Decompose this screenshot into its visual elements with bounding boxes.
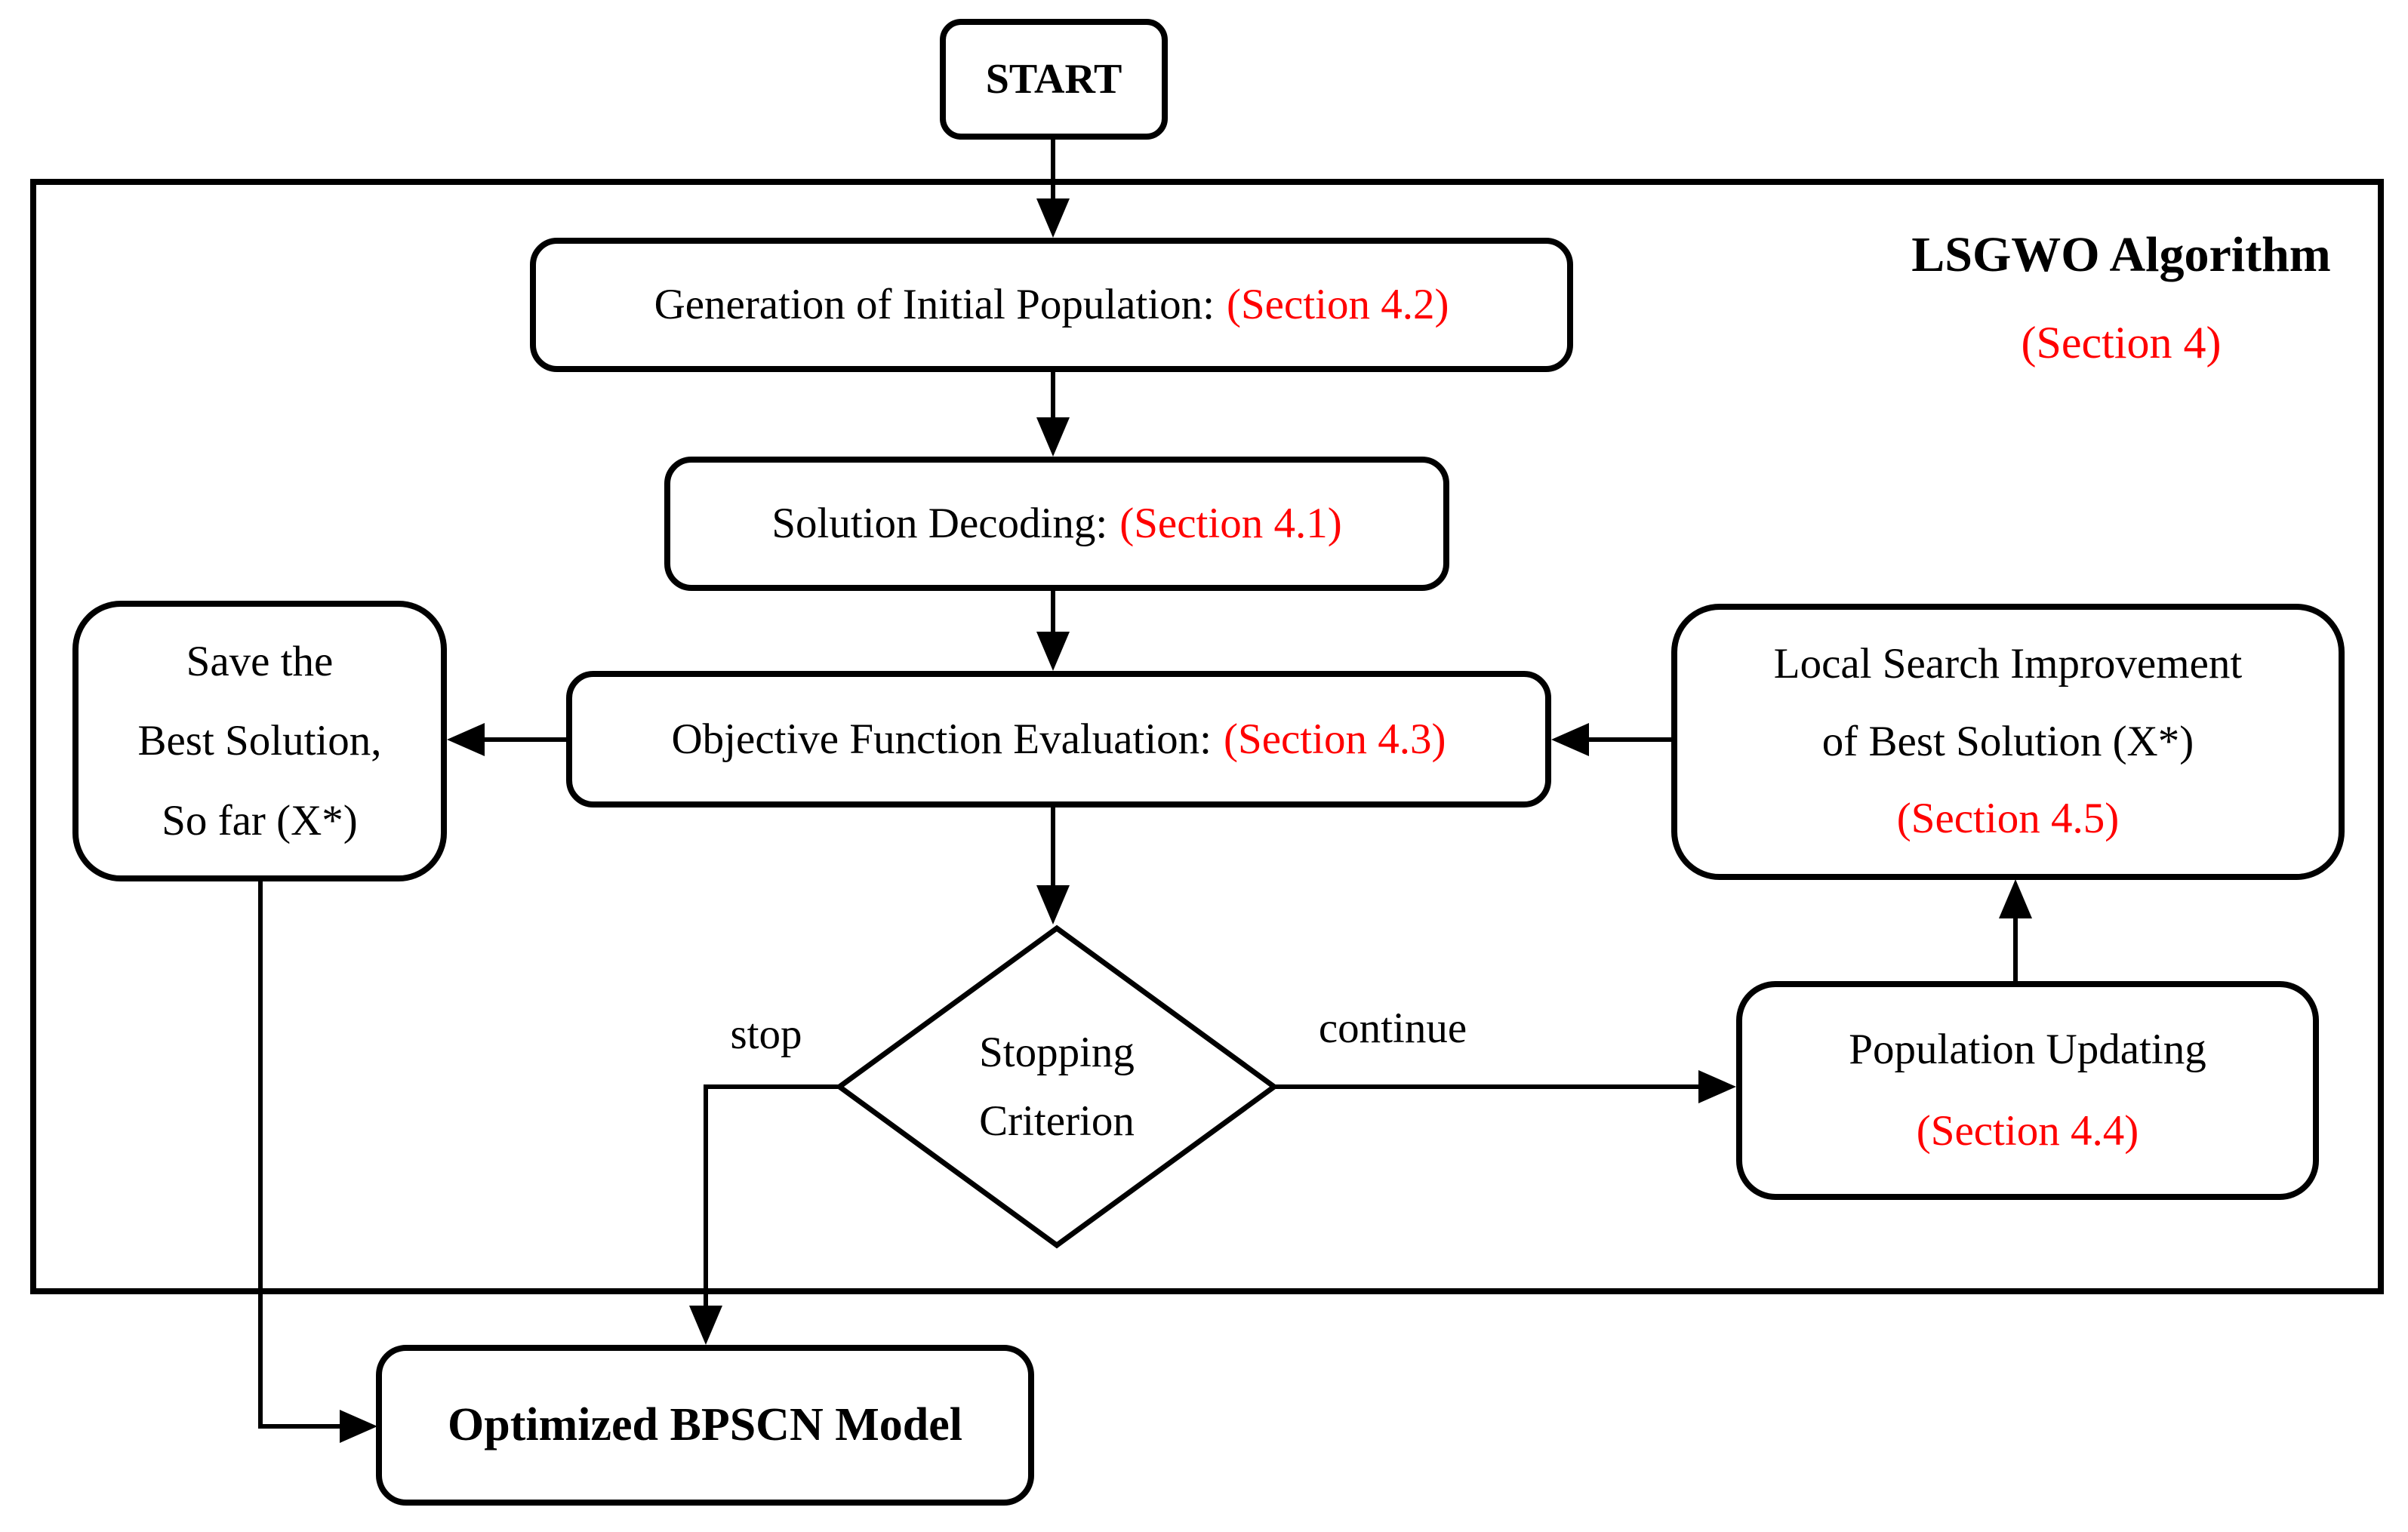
algorithm-frame: [30, 179, 2384, 1294]
population-updating-node: Population Updating (Section 4.4): [1736, 981, 2319, 1200]
algorithm-title: LSGWO Algorithm: [1911, 227, 2331, 282]
edge-save-optimized-vertical-line: [258, 880, 263, 1429]
edge-start-generation-line: [1051, 140, 1055, 203]
arrowhead-down-icon: [1036, 885, 1070, 924]
population-updating-label: Population Updating: [1849, 1025, 2206, 1073]
objective-node: Objective Function Evaluation:(Section 4…: [566, 671, 1551, 808]
optimized-model-label: Optimized BPSCN Model: [448, 1399, 962, 1450]
edge-save-optimized-horizontal-line: [258, 1424, 341, 1429]
optimized-model-node: Optimized BPSCN Model: [376, 1345, 1034, 1506]
local-search-section-label: (Section 4.5): [1896, 795, 2120, 843]
edge-population-localsearch-line: [2013, 917, 2018, 983]
save-best-line-3: So far (X*): [162, 796, 358, 844]
generation-text: Generation of Initial Population:(Sectio…: [654, 272, 1449, 337]
edge-localsearch-objective-line: [1588, 737, 1674, 742]
local-search-line-1: Local Search Improvement: [1773, 640, 2243, 688]
arrowhead-right-icon: [340, 1410, 377, 1443]
stopping-line-1: Stopping: [979, 1028, 1135, 1076]
start-label: START: [985, 56, 1122, 103]
arrowhead-down-icon: [689, 1306, 722, 1345]
arrowhead-down-icon: [1036, 198, 1070, 238]
generation-node: Generation of Initial Population:(Sectio…: [530, 238, 1573, 372]
generation-section-label: (Section 4.2): [1226, 281, 1449, 329]
stopping-criterion-text: Stopping Criterion: [836, 924, 1278, 1249]
arrowhead-left-icon: [447, 723, 485, 756]
local-search-node: Local Search Improvement of Best Solutio…: [1671, 604, 2345, 880]
objective-text: Objective Function Evaluation:(Section 4…: [672, 707, 1446, 772]
generation-label: Generation of Initial Population:: [654, 281, 1215, 329]
solution-decoding-label: Solution Decoding:: [771, 500, 1108, 548]
edge-objective-save-line: [483, 737, 572, 742]
stopping-line-2: Criterion: [979, 1097, 1135, 1145]
edge-stop-branch-vertical-line: [704, 1084, 708, 1311]
solution-decoding-node: Solution Decoding:(Section 4.1): [664, 457, 1449, 591]
save-best-node: Save the Best Solution, So far (X*): [72, 601, 447, 881]
stopping-criterion-diamond: Stopping Criterion: [836, 924, 1278, 1249]
arrowhead-up-icon: [1999, 879, 2032, 918]
solution-decoding-section-label: (Section 4.1): [1119, 500, 1342, 548]
local-search-line-2: of Best Solution (X*): [1821, 717, 2194, 765]
edge-stop-branch-horizontal-line: [704, 1084, 838, 1089]
diamond-shape: [836, 924, 1278, 1249]
edge-continue-branch-line: [1276, 1084, 1700, 1089]
edge-decoding-objective-line: [1051, 589, 1055, 635]
objective-section-label: (Section 4.3): [1224, 715, 1446, 763]
edge-objective-stopping-line: [1051, 808, 1055, 888]
save-best-line-2: Best Solution,: [137, 717, 382, 765]
solution-decoding-text: Solution Decoding:(Section 4.1): [771, 491, 1341, 556]
arrowhead-down-icon: [1036, 417, 1070, 457]
algorithm-section-label: (Section 4): [2021, 318, 2222, 368]
arrowhead-down-icon: [1036, 632, 1070, 671]
start-node: START: [940, 19, 1168, 140]
objective-label: Objective Function Evaluation:: [671, 715, 1212, 763]
continue-edge-label: continue: [1318, 1004, 1467, 1052]
stop-edge-label: stop: [730, 1011, 802, 1058]
edge-generation-decoding-line: [1051, 371, 1055, 420]
arrowhead-left-icon: [1551, 723, 1589, 756]
population-section-label: (Section 4.4): [1916, 1107, 2139, 1155]
arrowhead-right-icon: [1698, 1070, 1736, 1103]
save-best-line-1: Save the: [186, 637, 334, 685]
